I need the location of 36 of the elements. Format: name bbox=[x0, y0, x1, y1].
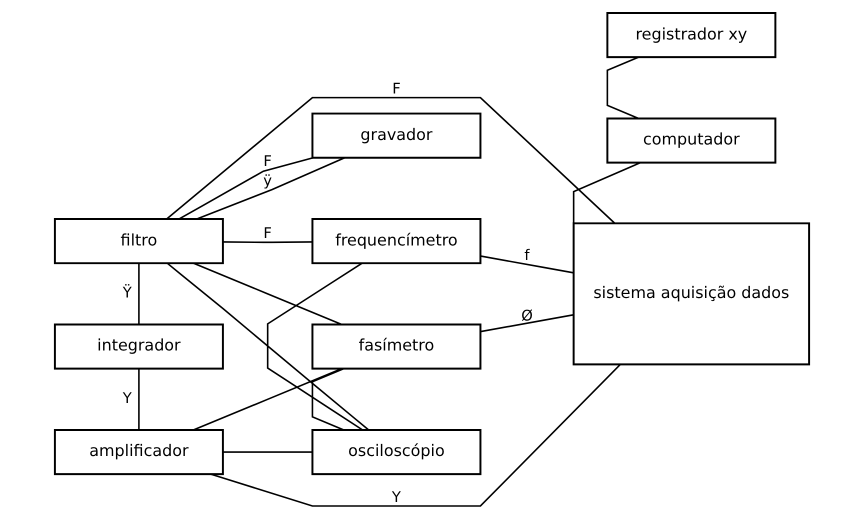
connector bbox=[196, 157, 345, 220]
node-box: sistema aquisição dados bbox=[572, 222, 810, 366]
edge-label: Ÿ bbox=[122, 284, 132, 302]
connector bbox=[480, 314, 574, 332]
connector bbox=[572, 162, 640, 224]
connector bbox=[178, 157, 313, 220]
connector bbox=[222, 241, 312, 244]
edge-label: F bbox=[262, 225, 272, 242]
connector bbox=[480, 255, 574, 274]
connector bbox=[192, 368, 342, 431]
connector bbox=[166, 262, 369, 431]
node-box: osciloscópio bbox=[310, 428, 481, 476]
connector bbox=[166, 96, 614, 224]
edge-label: Ø bbox=[520, 307, 532, 324]
connector bbox=[266, 262, 362, 430]
node-box: frequencímetro bbox=[310, 218, 481, 264]
edge-label: ÿ bbox=[262, 172, 272, 190]
node-box: filtro bbox=[53, 218, 224, 264]
connector bbox=[222, 451, 312, 453]
node-box: integrador bbox=[53, 324, 224, 370]
node-box: registrador xy bbox=[606, 12, 776, 58]
connector bbox=[210, 364, 620, 507]
edge-label: F bbox=[262, 152, 272, 170]
connector bbox=[138, 263, 140, 324]
edge-label: Y bbox=[391, 488, 400, 506]
connector bbox=[311, 368, 344, 430]
node-box: amplificador bbox=[53, 428, 224, 476]
node-box: fasímetro bbox=[310, 324, 481, 370]
edge-label: f bbox=[524, 247, 530, 264]
connector bbox=[138, 368, 140, 430]
node-box: gravador bbox=[310, 112, 481, 159]
node-box: computador bbox=[606, 118, 776, 164]
connector bbox=[606, 56, 638, 120]
edge-label: F bbox=[392, 80, 400, 98]
connector bbox=[192, 262, 342, 326]
edge-label: Y bbox=[122, 390, 132, 408]
